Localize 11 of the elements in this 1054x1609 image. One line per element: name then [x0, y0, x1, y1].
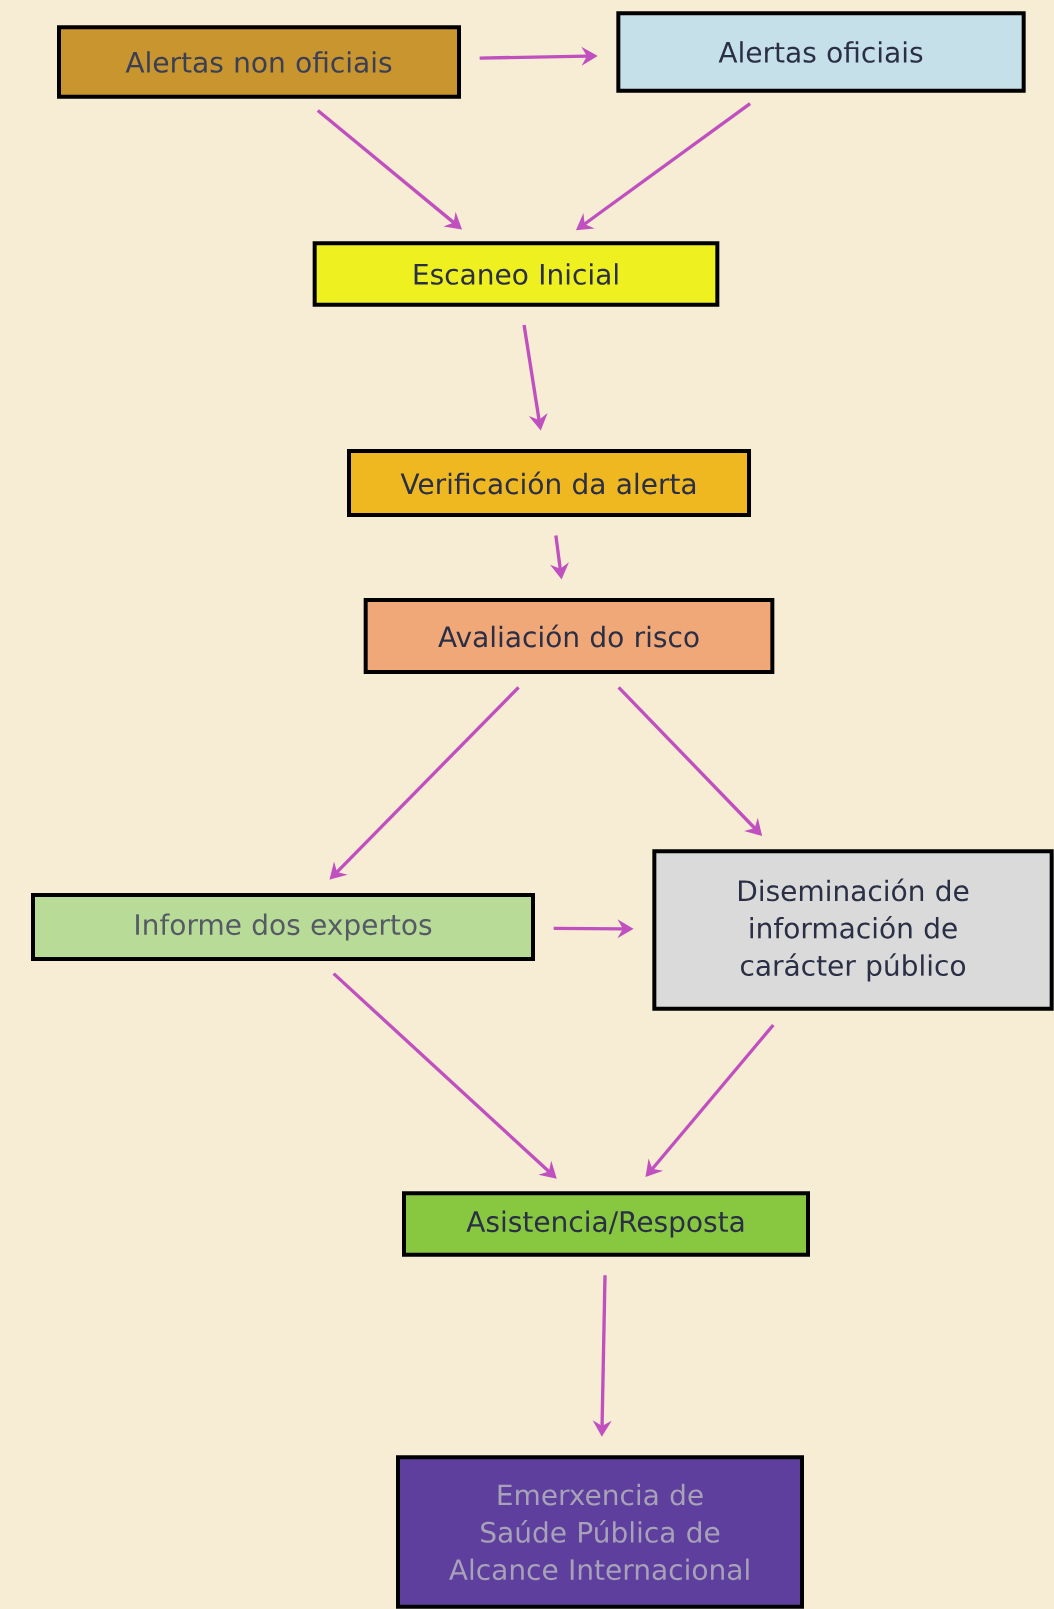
process-box: Escaneo Inicial: [312, 241, 720, 307]
process-box: Emerxencia de Saúde Pública de Alcance Internacional: [396, 1455, 804, 1609]
process-box: Diseminación de información de carácter público: [652, 849, 1054, 1011]
process-box: Alertas non oficiais: [57, 25, 461, 99]
arrow: [332, 972, 557, 1179]
process-box: Verificación da alerta: [347, 449, 751, 517]
process-box: Alertas oficiais: [616, 11, 1026, 93]
process-box: Informe dos expertos: [31, 893, 535, 961]
arrow: [316, 109, 462, 230]
process-box: Asistencia/Resposta: [402, 1191, 810, 1257]
process-box: Avaliación do risco: [363, 598, 775, 674]
